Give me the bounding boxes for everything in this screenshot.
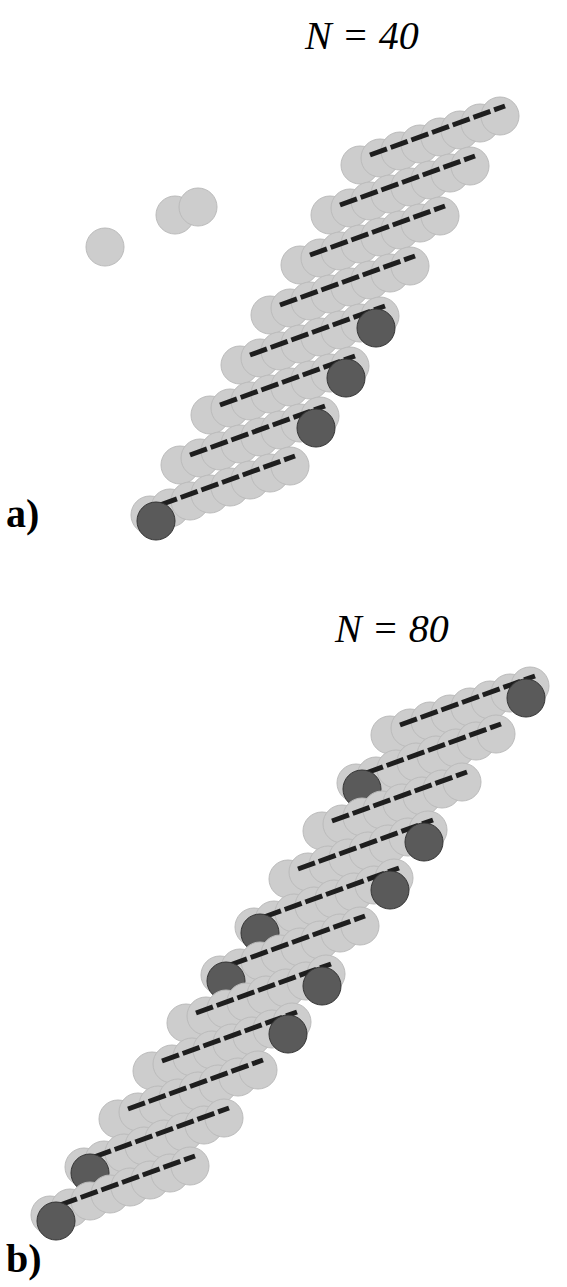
- light-sphere: [239, 1051, 277, 1089]
- dark-sphere: [507, 679, 545, 717]
- bond-line: [366, 724, 501, 773]
- dark-sphere: [405, 823, 443, 861]
- dark-sphere: [269, 1015, 307, 1053]
- light-sphere: [341, 907, 379, 945]
- light-sphere: [451, 147, 489, 185]
- dark-sphere: [327, 359, 365, 397]
- dark-sphere: [137, 502, 175, 540]
- light-sphere: [171, 1147, 209, 1185]
- bond-line: [128, 1060, 263, 1109]
- light-sphere: [391, 247, 429, 285]
- bond-line: [94, 1108, 229, 1157]
- bond-line: [280, 256, 415, 305]
- panel-tag: a): [6, 490, 39, 537]
- bond-line: [60, 1156, 195, 1205]
- bond-line: [310, 206, 445, 255]
- light-sphere: [205, 1099, 243, 1137]
- light-sphere: [179, 188, 217, 226]
- light-sphere: [443, 763, 481, 801]
- dark-sphere: [37, 1202, 75, 1240]
- dark-sphere: [303, 967, 341, 1005]
- bond-line: [160, 456, 295, 505]
- light-sphere: [271, 447, 309, 485]
- panel-heading: N = 80: [335, 605, 449, 652]
- panel-tag: b): [6, 1235, 42, 1282]
- light-sphere: [86, 228, 124, 266]
- dark-sphere: [357, 309, 395, 347]
- dark-sphere: [371, 871, 409, 909]
- bond-line: [370, 106, 505, 155]
- light-sphere: [481, 97, 519, 135]
- bond-line: [230, 916, 365, 965]
- panel-heading: N = 40: [305, 12, 419, 59]
- light-sphere: [421, 197, 459, 235]
- bond-line: [340, 156, 475, 205]
- light-sphere: [477, 715, 515, 753]
- dark-sphere: [297, 409, 335, 447]
- bond-line: [332, 772, 467, 821]
